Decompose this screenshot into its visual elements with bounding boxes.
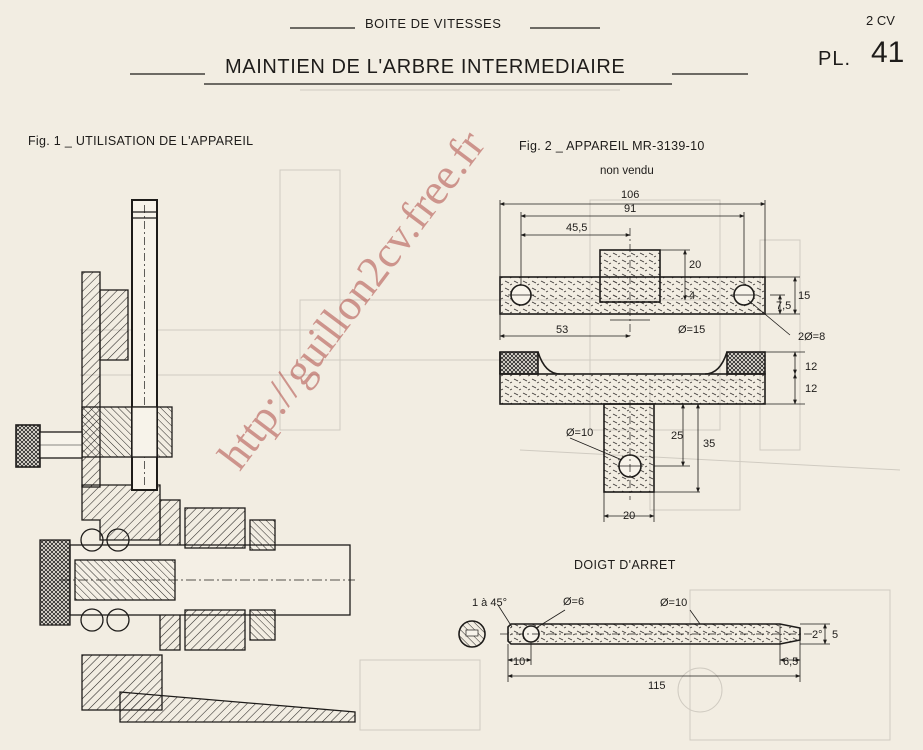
model-label: 2 CV [866,13,895,28]
dim-block-height: 20 [689,259,701,271]
header-rules [130,27,748,85]
dim-side-top: 12 [805,361,817,373]
dim-left-offset: 53 [556,324,568,336]
dim-pin-angle: 2° [812,629,823,641]
fig2-top-dimensions [499,200,800,340]
fig2-subtitle: non vendu [600,165,654,177]
fig2-side-dimensions [569,351,805,522]
dim-center-dia: Ø=15 [678,324,705,336]
fig1-caption: Fig. 1 _ UTILISATION DE L'APPAREIL [28,134,254,148]
dim-stem-outer: 35 [703,438,715,450]
dim-pin-dia: Ø=10 [660,597,687,609]
fig2-caption: Fig. 2 _ APPAREIL MR-3139-10 [519,139,705,153]
dim-stem-dia: Ø=10 [566,427,593,439]
doigt-caption: DOIGT D'ARRET [574,558,676,572]
dim-to-block: 45,5 [566,222,587,234]
plate-label: PL. [818,48,852,70]
dim-pin-hole: Ø=6 [563,596,584,608]
dim-small: 4 [689,290,695,302]
doigt-dimensions [497,604,830,682]
dim-hole-dia: 2Ø=8 [798,331,825,343]
dim-pin-end: 5 [832,629,838,641]
page-title: MAINTIEN DE L'ARBRE INTERMEDIAIRE [225,56,626,78]
section-header: BOITE DE VITESSES [365,16,502,31]
dim-plate-height: 15 [798,290,810,302]
dim-side-bottom: 12 [805,383,817,395]
dimension-labels: 106 91 45,5 20 4 15 7,5 53 Ø=15 2Ø=8 12 … [472,189,838,692]
dim-pin-head: 10 [513,656,525,668]
doigt-pin [458,620,815,648]
dim-pin-chamfer: 1 à 45° [472,597,507,609]
dim-overall: 106 [621,189,639,201]
plate-number: 41 [871,36,905,69]
dim-hole-offset: 7,5 [776,300,791,312]
dim-pin-flat: 6,5 [783,656,798,668]
fig1-assembly [15,199,356,723]
dim-between-holes: 91 [624,203,636,215]
dim-pin-length: 115 [648,680,666,692]
dim-stem-inner: 25 [671,430,683,442]
fig2-side-view [499,351,766,500]
dim-stem-width: 20 [623,510,635,522]
